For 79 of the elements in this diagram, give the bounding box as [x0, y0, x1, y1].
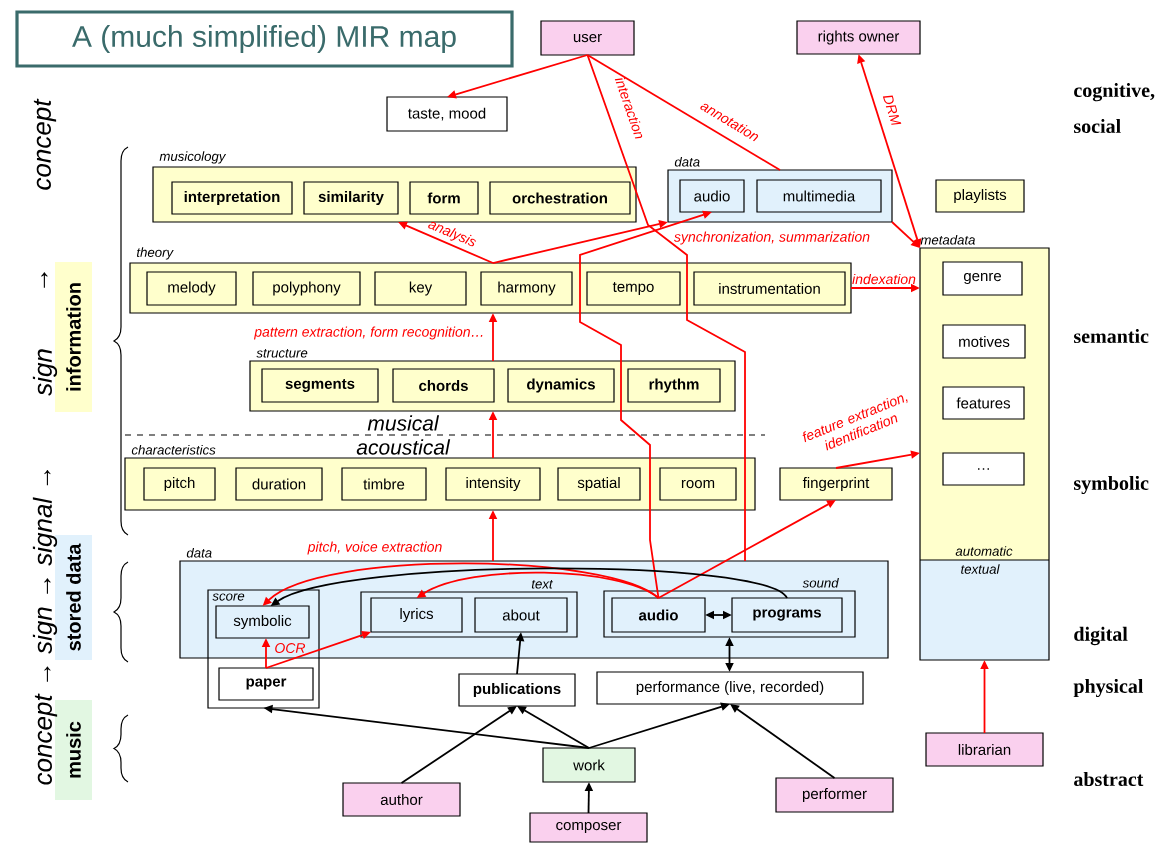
- label-box: harmony: [480, 271, 573, 306]
- label-box: paper: [218, 667, 314, 701]
- label-box: features: [942, 386, 1025, 420]
- panel-heading: score: [212, 593, 245, 601]
- label-box: dynamics: [507, 368, 615, 403]
- connector-line: [586, 54, 781, 171]
- label-box: publications: [458, 673, 576, 707]
- label-box: fingerprint: [779, 467, 893, 501]
- title: A (much simplified) MIR map: [15, 10, 514, 68]
- label-box: instrumentation: [693, 271, 846, 306]
- label-box: symbolic: [215, 605, 310, 639]
- level-label: cognitive, social: [1074, 82, 1155, 134]
- axis-label: concept: [33, 98, 57, 190]
- actor-box: librarian: [925, 732, 1044, 767]
- label-box: chords: [392, 368, 495, 403]
- label-box: melody: [146, 271, 237, 306]
- panel-heading: data: [674, 156, 700, 167]
- label-box: spatial: [557, 467, 641, 501]
- actor-box: rights owner: [796, 20, 921, 55]
- panel-heading: structure: [256, 348, 308, 358]
- label-box: rhythm: [627, 368, 721, 403]
- panel-heading: data: [186, 547, 212, 558]
- level-label: semantic: [1074, 328, 1149, 344]
- label-box: duration: [235, 467, 323, 501]
- label-box: audio: [679, 179, 745, 213]
- work-box: work: [542, 747, 636, 783]
- label-box: motives: [942, 324, 1026, 359]
- label-box: polyphony: [252, 271, 361, 306]
- label-box: performance (live, recorded): [596, 671, 864, 705]
- label-box: …: [942, 452, 1025, 486]
- label-box: room: [659, 467, 737, 501]
- edge-label: OCR: [275, 643, 306, 653]
- label-box: orchestration: [489, 181, 631, 215]
- label-box: timbre: [341, 467, 427, 501]
- label-box: multimedia: [756, 179, 882, 213]
- edge-label: pattern extraction, form recognition…: [253, 326, 483, 340]
- edge-label: pitch, voice extraction: [307, 541, 442, 555]
- layer-label: musical: [367, 415, 440, 431]
- connector-line: [586, 54, 746, 562]
- panel-heading: musicology: [159, 151, 227, 164]
- edge-label: indexation: [852, 273, 916, 285]
- label-box: playlists: [935, 179, 1025, 213]
- panel-text: automatic: [955, 546, 1013, 556]
- label-box: key: [374, 271, 467, 306]
- arrow: [891, 221, 920, 248]
- level-label: physical: [1073, 678, 1144, 698]
- arrow: [730, 704, 836, 779]
- label-box: audio: [611, 597, 706, 633]
- level-label: abstract: [1074, 771, 1144, 787]
- actor-box: user: [540, 20, 635, 56]
- label-box: interpretation: [171, 181, 293, 215]
- level-label: symbolic: [1074, 475, 1149, 495]
- axis-label: concept → sign → signal →: [32, 469, 58, 785]
- level-label: digital: [1074, 626, 1128, 646]
- label-box: form: [409, 181, 479, 215]
- label-box: intensity: [445, 467, 541, 501]
- label-box: lyrics: [370, 597, 463, 633]
- actor-box: composer: [529, 812, 648, 843]
- label-box: about: [474, 597, 568, 633]
- panel-heading: characteristics: [131, 444, 216, 455]
- label-box: programs: [731, 597, 843, 633]
- layer-label: acoustical: [356, 439, 451, 455]
- edge-label: DRM: [882, 95, 902, 125]
- edge-label: synchronization, summarization: [674, 231, 870, 245]
- label-box: pitch: [143, 467, 216, 501]
- arrow: [400, 706, 517, 784]
- actor-box: performer: [775, 777, 894, 813]
- panel-heading: theory: [137, 247, 174, 260]
- panel-heading: metadata: [920, 234, 975, 245]
- axis-label: sign: [32, 349, 58, 396]
- label-box: similarity: [303, 181, 399, 215]
- panel-heading: text: [531, 579, 554, 589]
- label-box: taste, mood: [386, 96, 508, 132]
- label-box: segments: [261, 368, 379, 403]
- label-box: tempo: [586, 271, 681, 306]
- panel-text: textual: [961, 564, 1000, 574]
- label-box: genre: [942, 261, 1023, 296]
- panel-heading: sound: [802, 577, 839, 588]
- actor-box: author: [342, 782, 461, 817]
